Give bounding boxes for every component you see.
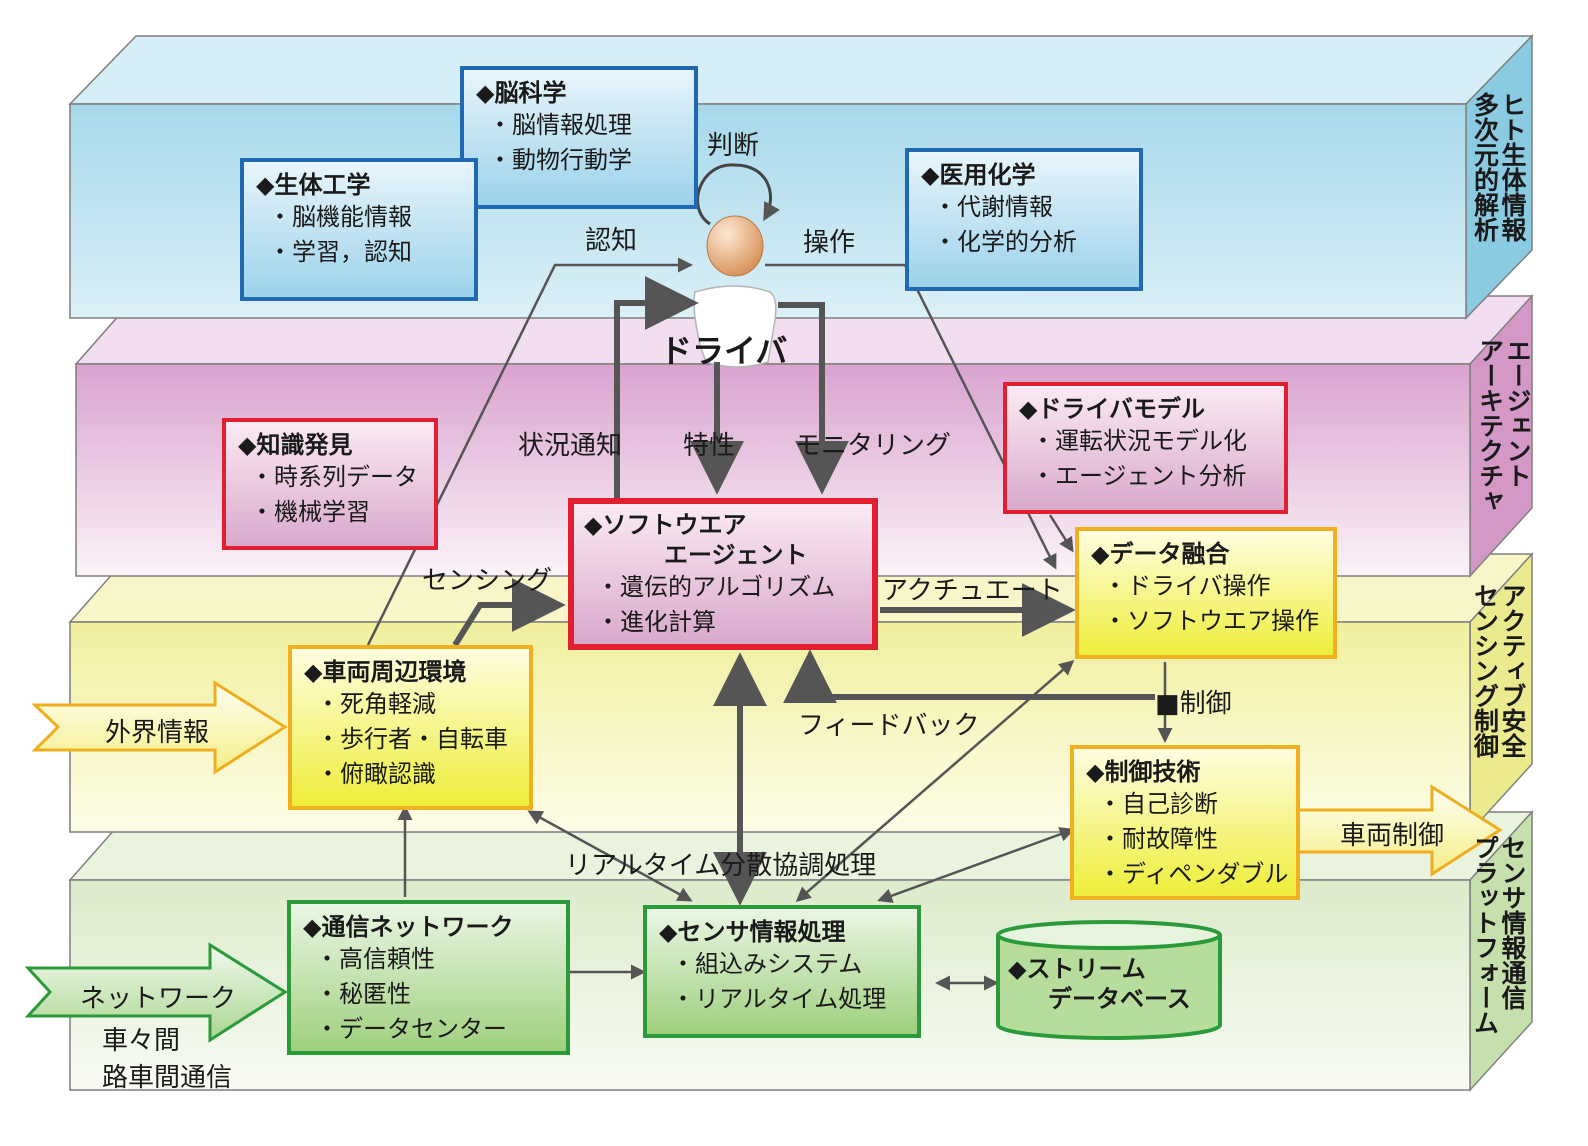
operation-label: 操作	[803, 228, 856, 258]
box-item: ・死角軽減	[316, 690, 436, 718]
realtime-label: リアルタイム分散協調処理	[565, 851, 877, 881]
brain-science-box: ◆脳科学 ・脳情報処理 ・動物行動学	[460, 66, 698, 209]
vehicle-environment-box: ◆車両周辺環境 ・死角軽減 ・歩行者・自転車 ・俯瞰認識	[288, 645, 533, 810]
actuate-label: アクチュエート	[882, 576, 1063, 606]
box-title: ◆通信ネットワーク	[303, 913, 514, 941]
box-item: ・遺伝的アルゴリズム	[596, 573, 836, 601]
box-title: ◆ソフトウエア	[584, 511, 747, 539]
box-item: ・進化計算	[596, 607, 716, 636]
box-item: ・エージェント分析	[1031, 461, 1247, 490]
box-item: ・機械学習	[250, 497, 370, 526]
sensing-layer-label: アクティブ安全センシング制御	[1470, 583, 1528, 758]
box-item: ・ドライバ操作	[1103, 572, 1271, 600]
software-agent-box: ◆ソフトウエア エージェント ・遺伝的アルゴリズム ・進化計算	[568, 498, 878, 650]
network-arrow	[24, 942, 288, 1043]
box-item: ・俯瞰認識	[316, 759, 436, 788]
box-item: ・データセンター	[315, 1014, 507, 1043]
box-item: ・高信頼性	[315, 945, 435, 973]
box-item: ・ソフトウエア操作	[1103, 606, 1319, 635]
stream-db-cylinder	[996, 920, 1222, 1040]
box-item: ・化学的分析	[933, 227, 1077, 256]
network-label: ネットワーク	[80, 984, 237, 1014]
box-title: ◆医用化学	[921, 161, 1036, 189]
box-item: ・学習，認知	[268, 237, 412, 266]
driver-model-box: ◆ドライバモデル ・運転状況モデル化 ・エージェント分析	[1003, 382, 1288, 514]
box-item: ・脳情報処理	[488, 111, 632, 139]
box-title: ◆脳科学	[476, 79, 567, 107]
box-item: ・歩行者・自転車	[316, 724, 508, 753]
driver-label: ドライバ	[660, 332, 788, 370]
box-item: ・耐故障性	[1098, 824, 1218, 853]
knowledge-discovery-box: ◆知識発見 ・時系列データ ・機械学習	[222, 418, 438, 550]
medical-chemistry-box: ◆医用化学 ・代謝情報 ・化学的分析	[905, 148, 1143, 291]
box-title: ◆生体工学	[256, 171, 371, 199]
cognition-label: 認知	[585, 226, 638, 256]
box-title: ◆ドライバモデル	[1019, 395, 1205, 423]
bio-engineering-box: ◆生体工学 ・脳機能情報 ・学習，認知	[240, 158, 478, 301]
sensing-label: センシング	[422, 566, 553, 596]
characteristics-label: 特性	[683, 431, 736, 461]
status-notice-label: 状況通知	[518, 431, 623, 461]
platform-layer-label: センサ情報通信プラットフォーム	[1470, 835, 1528, 1035]
box-title: ◆センサ情報処理	[659, 918, 846, 946]
box-title: ◆車両周辺環境	[304, 658, 467, 686]
external-info-arrow	[31, 680, 288, 775]
agent-layer-label: エージェントアーキテクチャ	[1475, 338, 1533, 513]
box-item: ・自己診断	[1098, 790, 1218, 818]
driver-figure	[693, 163, 780, 368]
monitoring-label: モニタリング	[795, 431, 952, 461]
thick-arrows	[452, 276, 1155, 906]
box-title: ◆データ融合	[1091, 540, 1230, 568]
box-item: ・代謝情報	[933, 193, 1053, 221]
human-layer-label: ヒト生体情報多次元的解析	[1470, 92, 1528, 242]
data-fusion-box: ◆データ融合 ・ドライバ操作 ・ソフトウエア操作	[1075, 527, 1337, 659]
sensor-processing-box: ◆センサ情報処理 ・組込みシステム ・リアルタイム処理	[643, 905, 921, 1038]
vehicle-control-label: 車両制御	[1340, 821, 1445, 851]
box-title-line2: エージェント	[664, 541, 808, 569]
box-title: ◆制御技術	[1086, 758, 1201, 786]
box-item: ・時系列データ	[250, 463, 418, 491]
control-tech-box: ◆制御技術 ・自己診断 ・耐故障性 ・ディペンダブル	[1070, 745, 1300, 900]
box-item: ・動物行動学	[488, 145, 632, 174]
v2v-label: 車々間	[102, 1026, 181, 1056]
vehicle-control-arrow	[1295, 784, 1503, 877]
box-title-line2: データベース	[1048, 985, 1191, 1013]
box-item: ・組込みシステム	[671, 950, 863, 978]
box-item: ・脳機能情報	[268, 203, 412, 231]
stream-db-text: ◆ストリーム データベース	[1008, 954, 1213, 1034]
feedback-label: フィードバック	[798, 711, 980, 741]
box-title: ◆知識発見	[238, 431, 353, 459]
control-label: ■制御	[1155, 689, 1232, 719]
box-item: ・秘匿性	[315, 979, 411, 1008]
box-item: ・リアルタイム処理	[671, 984, 887, 1013]
box-title: ◆ストリーム	[1008, 955, 1146, 983]
r2v-label: 路車間通信	[102, 1063, 233, 1093]
box-item: ・運転状況モデル化	[1031, 427, 1247, 455]
external-info-label: 外界情報	[105, 718, 210, 748]
box-item: ・ディペンダブル	[1098, 859, 1289, 888]
comm-network-box: ◆通信ネットワーク ・高信頼性 ・秘匿性 ・データセンター	[287, 900, 570, 1055]
judgment-label: 判断	[707, 131, 760, 161]
